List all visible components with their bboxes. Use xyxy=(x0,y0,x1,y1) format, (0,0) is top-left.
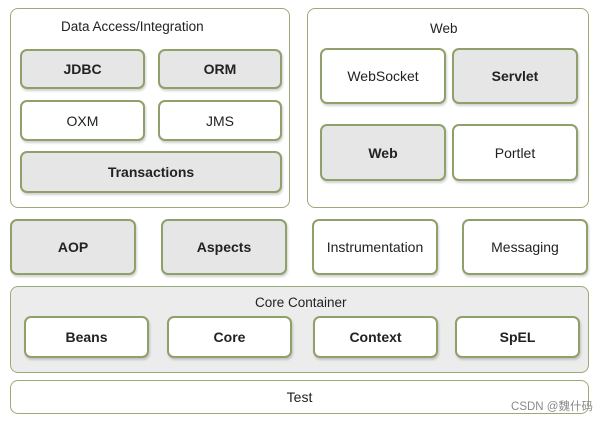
context-module: Context xyxy=(313,316,438,358)
jdbc-module: JDBC xyxy=(20,49,145,89)
portlet-module: Portlet xyxy=(452,124,578,181)
csdn-watermark: CSDN @魏什码 xyxy=(511,401,593,413)
websocket-module: WebSocket xyxy=(320,48,446,104)
messaging-module: Messaging xyxy=(462,219,588,275)
jms-module: JMS xyxy=(158,100,282,141)
aspects-module: Aspects xyxy=(161,219,287,275)
aop-module: AOP xyxy=(10,219,136,275)
web-module: Web xyxy=(320,124,446,181)
transactions-module: Transactions xyxy=(20,151,282,193)
web-group-title: Web xyxy=(430,21,458,36)
orm-module: ORM xyxy=(158,49,282,89)
instrumentation-module: Instrumentation xyxy=(312,219,438,275)
core-container-title: Core Container xyxy=(255,295,347,310)
oxm-module: OXM xyxy=(20,100,145,141)
test-label: Test xyxy=(286,389,313,405)
data-access-integration-title: Data Access/Integration xyxy=(61,19,204,34)
test-module: Test xyxy=(10,380,589,414)
core-module: Core xyxy=(167,316,292,358)
spel-module: SpEL xyxy=(455,316,580,358)
servlet-module: Servlet xyxy=(452,48,578,104)
beans-module: Beans xyxy=(24,316,149,358)
